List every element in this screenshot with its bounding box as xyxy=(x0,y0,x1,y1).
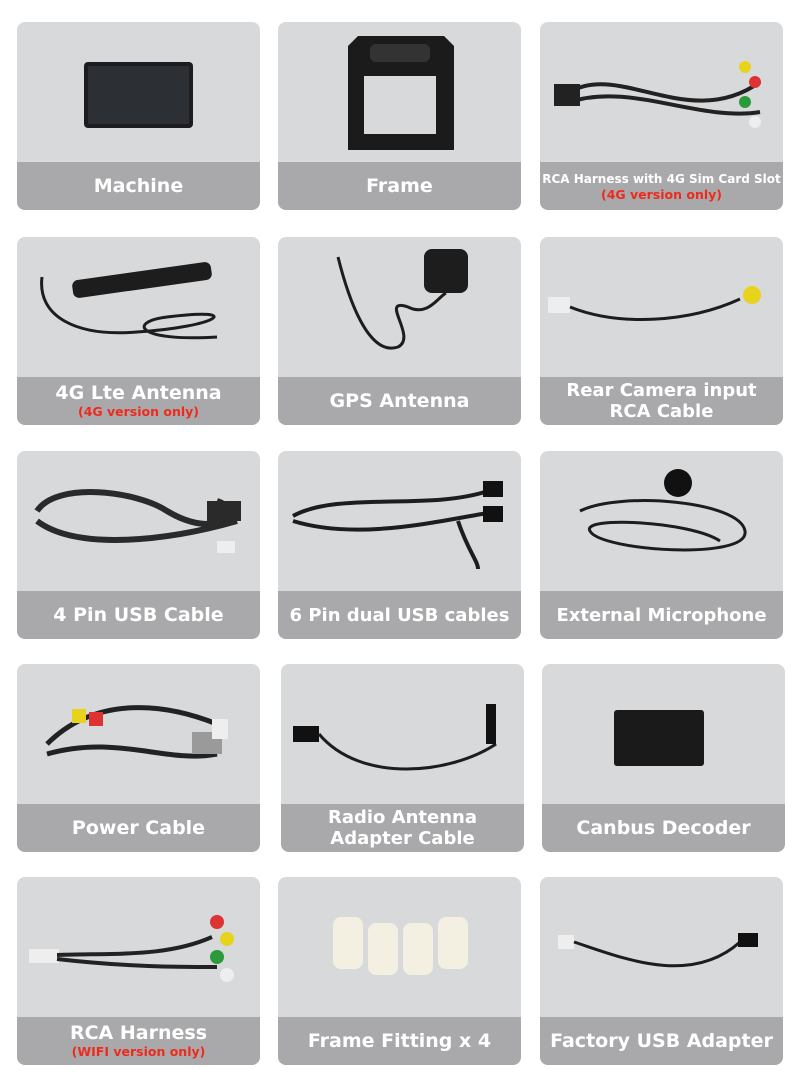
gps-antenna-icon xyxy=(336,249,468,350)
dual-usb-cable-icon xyxy=(292,481,503,570)
item-title: Frame Fitting x 4 xyxy=(307,1029,492,1052)
item-usb-cable: 4 Pin USB Cable xyxy=(17,451,260,639)
item-power-cable: Power Cable xyxy=(17,664,260,852)
item-rca-harness-sim: RCA Harness with 4G Sim Card Slot(4G ver… xyxy=(540,22,783,210)
frame-icon xyxy=(348,36,454,150)
item-machine: Machine xyxy=(17,22,260,210)
item-title-line2: RCA Cable xyxy=(609,401,714,422)
item-gps-antenna: GPS Antenna xyxy=(278,237,521,425)
item-title: 6 Pin dual USB cables xyxy=(289,604,510,626)
canbus-decoder-icon xyxy=(614,710,704,766)
usb-adapter-icon xyxy=(558,933,758,968)
item-title: Machine xyxy=(93,174,184,197)
item-title: Frame xyxy=(366,174,433,197)
item-title: Factory USB Adapter xyxy=(550,1029,773,1052)
item-title: 4 Pin USB Cable xyxy=(53,603,224,626)
head-unit-icon xyxy=(84,62,193,128)
item-frame: Frame xyxy=(278,22,521,210)
item-rca-harness: RCA Harness(WIFI version only) xyxy=(17,877,260,1065)
item-microphone: External Microphone xyxy=(540,451,783,639)
item-note: (4G version only) xyxy=(600,186,722,202)
item-note: (4G version only) xyxy=(77,404,199,419)
item-lte-antenna: 4G Lte Antenna(4G version only) xyxy=(17,237,260,425)
item-canbus: Canbus Decoder xyxy=(542,664,785,852)
usb-cable-icon xyxy=(34,489,241,553)
item-frame-fitting: Frame Fitting x 4 xyxy=(278,877,521,1065)
rca-harness-icon xyxy=(29,915,234,982)
item-title: Rear Camera input xyxy=(566,380,757,401)
item-dual-usb: 6 Pin dual USB cables xyxy=(278,451,521,639)
item-title: Radio Antenna xyxy=(327,807,478,828)
item-title: Canbus Decoder xyxy=(576,816,751,839)
item-title: RCA Harness with 4G Sim Card Slot xyxy=(542,171,781,186)
item-title: RCA Harness xyxy=(69,1022,208,1044)
rca-harness-sim-icon xyxy=(554,61,762,128)
lte-antenna-icon xyxy=(40,262,218,340)
item-title: 4G Lte Antenna xyxy=(55,382,222,404)
rca-cable-icon xyxy=(548,286,761,321)
item-usb-adapter: Factory USB Adapter xyxy=(540,877,783,1065)
frame-fitting-icon xyxy=(333,917,468,975)
item-title: GPS Antenna xyxy=(329,389,470,412)
item-note: (WIFI version only) xyxy=(71,1044,206,1059)
item-title-line2: Adapter Cable xyxy=(330,828,475,849)
item-title: External Microphone xyxy=(556,604,767,626)
power-cable-icon xyxy=(45,705,228,759)
item-title: Power Cable xyxy=(71,816,206,839)
radio-adapter-icon xyxy=(293,704,497,771)
microphone-icon xyxy=(579,469,747,552)
